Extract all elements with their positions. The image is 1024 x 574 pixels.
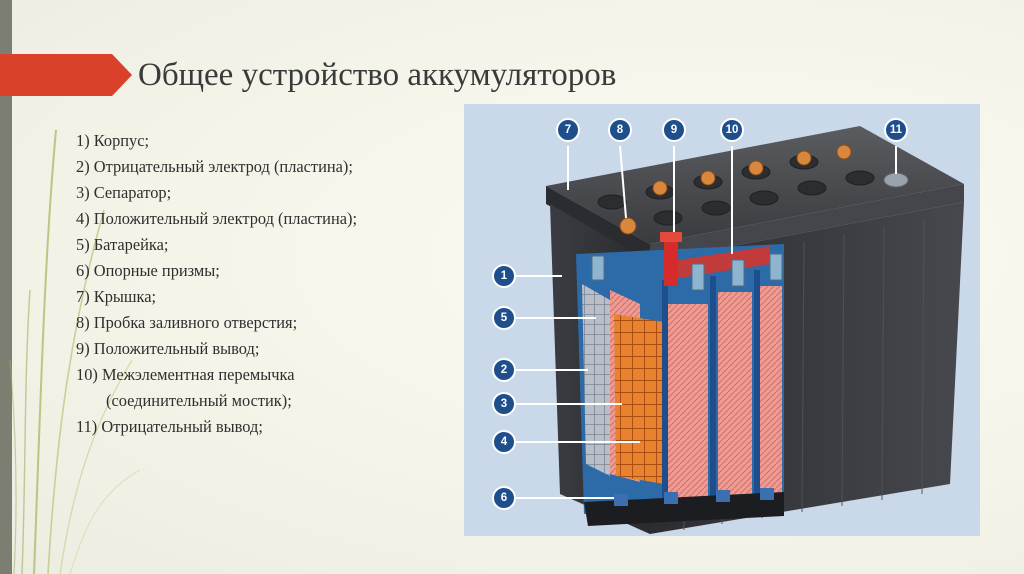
svg-text:3: 3 (501, 398, 507, 410)
callout-6: 6 (492, 486, 516, 510)
svg-text:11: 11 (890, 124, 903, 136)
cell-plates-1 (668, 304, 708, 500)
callout-11: 11 (884, 118, 908, 142)
left-edge-band (0, 0, 12, 574)
battery-lid-top (546, 126, 964, 244)
legend-item: 6) Опорные призмы; (76, 258, 357, 284)
legend-text: Отрицательный электрод (пластина); (93, 157, 353, 176)
legend-text: Опорные призмы; (93, 261, 220, 280)
title-arrow-shape (0, 54, 132, 96)
component-legend: 1) Корпус;2) Отрицательный электрод (пла… (76, 128, 357, 440)
cell-posts (591, 253, 783, 291)
battery-lid-rim-right (650, 184, 964, 262)
legend-text: Межэлементная перемычка (101, 365, 295, 384)
negative-terminal-cap (883, 172, 909, 188)
callout-4: 4 (492, 430, 516, 454)
battery-lid-rim (546, 186, 650, 262)
positive-terminal (664, 238, 678, 286)
callout-5: 5 (492, 306, 516, 330)
callout-2: 2 (492, 358, 516, 382)
callout-9: 9 (662, 118, 686, 142)
negative-plate-grid (582, 284, 610, 476)
callout-8: 8 (608, 118, 632, 142)
legend-item: 3) Сепаратор; (76, 180, 357, 206)
legend-text: Батарейка; (93, 235, 169, 254)
svg-text:8: 8 (617, 124, 624, 136)
support-prisms (584, 492, 784, 526)
decorative-grass-lines (9, 129, 140, 574)
legend-item: 1) Корпус; (76, 128, 357, 154)
copper-plugs (619, 144, 852, 235)
legend-text: Положительный электрод (пластина); (93, 209, 357, 228)
legend-text: Отрицательный вывод; (101, 417, 263, 436)
legend-text: Сепаратор; (93, 183, 172, 202)
svg-text:1: 1 (501, 270, 508, 282)
cell-dividers (662, 270, 760, 502)
legend-item: 11) Отрицательный вывод; (76, 414, 357, 440)
svg-text:10: 10 (726, 124, 739, 136)
legend-marker: 3) (76, 183, 90, 202)
legend-marker: 10) (76, 365, 98, 384)
svg-text:4: 4 (501, 436, 508, 448)
legend-marker: 5) (76, 235, 90, 254)
callout-1: 1 (492, 264, 516, 288)
callout-line-8 (619, 145, 627, 219)
legend-marker: 6) (76, 261, 90, 280)
legend-item: 5) Батарейка; (76, 232, 357, 258)
svg-text:2: 2 (501, 364, 507, 376)
title-arrow-banner (0, 54, 132, 96)
callout-7: 7 (556, 118, 580, 142)
legend-text: Корпус; (93, 131, 150, 150)
cell-plates-2 (718, 292, 752, 498)
battery-cutaway-figure: 7 8 9 10 11 1 5 2 3 4 6 (464, 104, 980, 536)
legend-marker: 8) (76, 313, 90, 332)
legend-text: Пробка заливного отверстия; (93, 313, 298, 332)
legend-marker: 1) (76, 131, 90, 150)
legend-marker: 9) (76, 339, 90, 358)
page-title: Общее устройство аккумуляторов (138, 57, 617, 93)
legend-item-continuation: (соединительный мостик); (106, 391, 292, 410)
legend-item: 10) Межэлементная перемычка (76, 362, 357, 388)
legend-item: 2) Отрицательный электрод (пластина); (76, 154, 357, 180)
svg-text:9: 9 (671, 124, 677, 136)
legend-marker: 4) (76, 209, 90, 228)
battery-illustration: 7 8 9 10 11 1 5 2 3 4 6 (492, 118, 964, 534)
svg-text:5: 5 (501, 312, 508, 324)
legend-marker: 7) (76, 287, 90, 306)
legend-item: 9) Положительный вывод; (76, 336, 357, 362)
prism-ridges (614, 488, 774, 506)
callout-10: 10 (720, 118, 744, 142)
cell-plates-3 (760, 286, 782, 494)
legend-item: 8) Пробка заливного отверстия; (76, 310, 357, 336)
legend-item: 7) Крышка; (76, 284, 357, 310)
callout-badges: 7 8 9 10 11 1 5 2 3 4 6 (492, 118, 908, 510)
legend-item: 4) Положительный электрод (пластина); (76, 206, 357, 232)
legend-text: Крышка; (93, 287, 157, 306)
legend-marker: 11) (76, 417, 98, 436)
positive-terminal-top (660, 232, 682, 242)
positive-plate (614, 314, 664, 484)
legend-text: Положительный вывод; (93, 339, 260, 358)
svg-text:7: 7 (565, 124, 571, 136)
svg-text:6: 6 (501, 492, 507, 504)
callout-3: 3 (492, 392, 516, 416)
legend-marker: 2) (76, 157, 90, 176)
